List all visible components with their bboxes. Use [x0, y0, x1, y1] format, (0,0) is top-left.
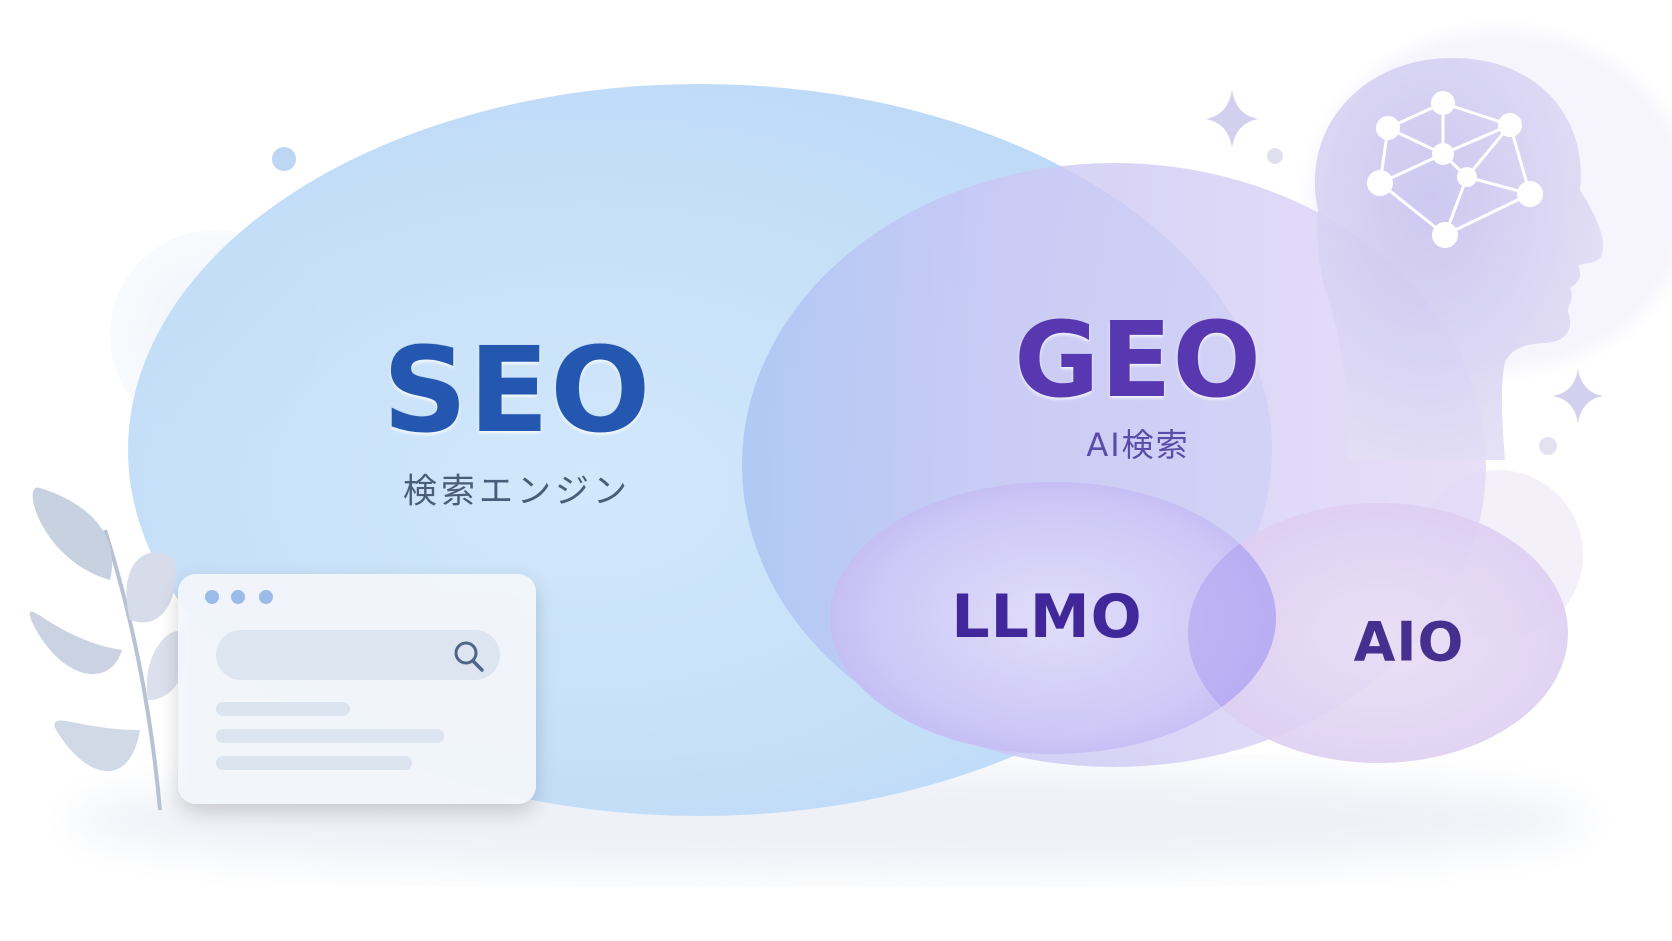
- leaf-icon: [29, 487, 186, 811]
- aio-circle: [1188, 503, 1568, 763]
- decor-dot: [1267, 148, 1283, 164]
- browser-window-icon: [178, 574, 536, 804]
- decor-dot: [1539, 437, 1557, 455]
- decor-dot: [272, 147, 296, 171]
- geo-subtitle: AI検索: [1086, 426, 1190, 464]
- ai-head-icon: [1314, 57, 1604, 460]
- sparkle-icon: [1206, 90, 1258, 148]
- llmo-label: LLMO: [951, 582, 1143, 652]
- geo-label: GEO: [1014, 299, 1262, 421]
- aio-label: AIO: [1353, 610, 1465, 674]
- seo-label: SEO: [382, 321, 652, 459]
- llmo-circle: [830, 482, 1276, 754]
- seo-subtitle: 検索エンジン: [403, 471, 631, 512]
- sparkle-icon: [1553, 368, 1603, 424]
- search-icon: [454, 641, 484, 672]
